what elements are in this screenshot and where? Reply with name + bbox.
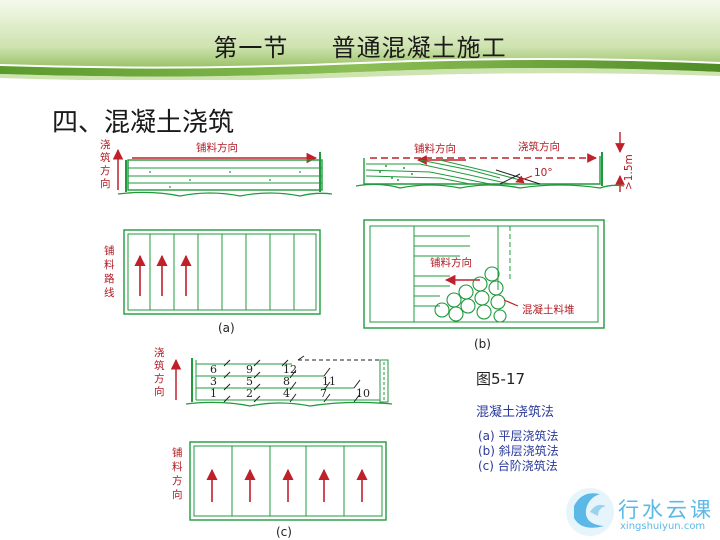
figure-number: 图5-17 bbox=[476, 370, 525, 388]
b-plan-pile-label: 混凝土料堆 bbox=[522, 303, 575, 316]
diagram-c-plan: 铺 料 方 向 (c) bbox=[172, 441, 387, 539]
c-layer-11: 11 bbox=[322, 375, 336, 388]
a-top-vlabel-1: 浇 bbox=[100, 138, 111, 151]
diagram-a-section: 浇 筑 方 向 铺料方向 bbox=[100, 138, 333, 197]
watermark-logo-icon bbox=[566, 488, 614, 536]
c-layer-10: 10 bbox=[356, 387, 370, 400]
a-caption: (a) bbox=[218, 321, 235, 335]
c-caption: (c) bbox=[276, 525, 292, 539]
figure-legend: 图5-17 混凝土浇筑法 (a) 平层浇筑法 (b) 斜层浇筑法 (c) 台阶浇… bbox=[476, 370, 559, 473]
slide-title: 第一节 普通混凝土施工 bbox=[213, 34, 507, 62]
c-top-vlabel-1: 浇 bbox=[154, 346, 165, 359]
c-plan-vlabel-2: 料 bbox=[172, 460, 183, 473]
b-top-arrow-label-1: 铺料方向 bbox=[414, 142, 456, 155]
legend-item-b: (b) 斜层浇筑法 bbox=[478, 443, 559, 458]
diagram-c-section: 浇 筑 方 向 6 9 12 3 5 8 11 1 2 4 7 10 bbox=[154, 346, 393, 407]
b-top-dim: >1.5m bbox=[623, 154, 635, 190]
section-heading: 四、混凝土浇筑 bbox=[52, 108, 235, 138]
b-top-angle: 10° bbox=[534, 167, 553, 179]
a-plan-vlabel-1: 铺 bbox=[104, 244, 115, 257]
a-top-vlabel-3: 方 bbox=[100, 164, 111, 177]
b-plan-arrow-label: 铺料方向 bbox=[430, 256, 472, 269]
c-top-vlabel-3: 方 bbox=[154, 372, 165, 385]
c-layer-9: 9 bbox=[246, 363, 253, 376]
c-layer-4: 4 bbox=[283, 387, 290, 400]
c-plan-vlabel-4: 向 bbox=[172, 488, 183, 501]
c-top-vlabel-4: 向 bbox=[154, 385, 165, 398]
legend-item-c: (c) 台阶浇筑法 bbox=[478, 458, 558, 473]
watermark-name: 行水云课 bbox=[618, 498, 714, 522]
c-layer-2: 2 bbox=[246, 387, 253, 400]
c-layer-7: 7 bbox=[320, 387, 327, 400]
c-top-vlabel-2: 筑 bbox=[154, 359, 165, 372]
title-banner bbox=[0, 0, 720, 80]
a-plan-vlabel-3: 路 bbox=[104, 272, 115, 285]
diagram-b-section: 铺料方向 浇筑方向 >1.5m 10° bbox=[355, 132, 635, 192]
b-caption: (b) bbox=[474, 337, 491, 351]
a-top-vlabel-2: 筑 bbox=[100, 151, 111, 164]
c-layer-1: 1 bbox=[210, 387, 217, 400]
c-layer-6: 6 bbox=[210, 363, 217, 376]
b-top-arrow-label-2: 浇筑方向 bbox=[518, 140, 560, 153]
a-plan-vlabel-2: 料 bbox=[104, 258, 115, 271]
diagram-b-plan: 铺料方向 混凝土料堆 (b) bbox=[363, 219, 605, 351]
c-layer-3: 3 bbox=[210, 375, 217, 388]
legend-item-a: (a) 平层浇筑法 bbox=[478, 428, 559, 443]
c-layer-8: 8 bbox=[283, 375, 290, 388]
c-plan-vlabel-1: 铺 bbox=[172, 446, 183, 459]
a-plan-vlabel-4: 线 bbox=[104, 286, 115, 299]
concrete-pile bbox=[434, 266, 507, 323]
a-top-vlabel-4: 向 bbox=[100, 177, 111, 190]
c-plan-vlabel-3: 方 bbox=[172, 474, 183, 487]
a-top-arrow-label: 铺料方向 bbox=[196, 141, 238, 154]
diagram-a-plan: 铺 料 路 线 (a) bbox=[104, 229, 321, 335]
c-layer-5: 5 bbox=[246, 375, 253, 388]
watermark-url: xingshuiyun.com bbox=[620, 521, 706, 532]
c-layer-12: 12 bbox=[283, 363, 297, 376]
legend-title: 混凝土浇筑法 bbox=[476, 404, 554, 420]
